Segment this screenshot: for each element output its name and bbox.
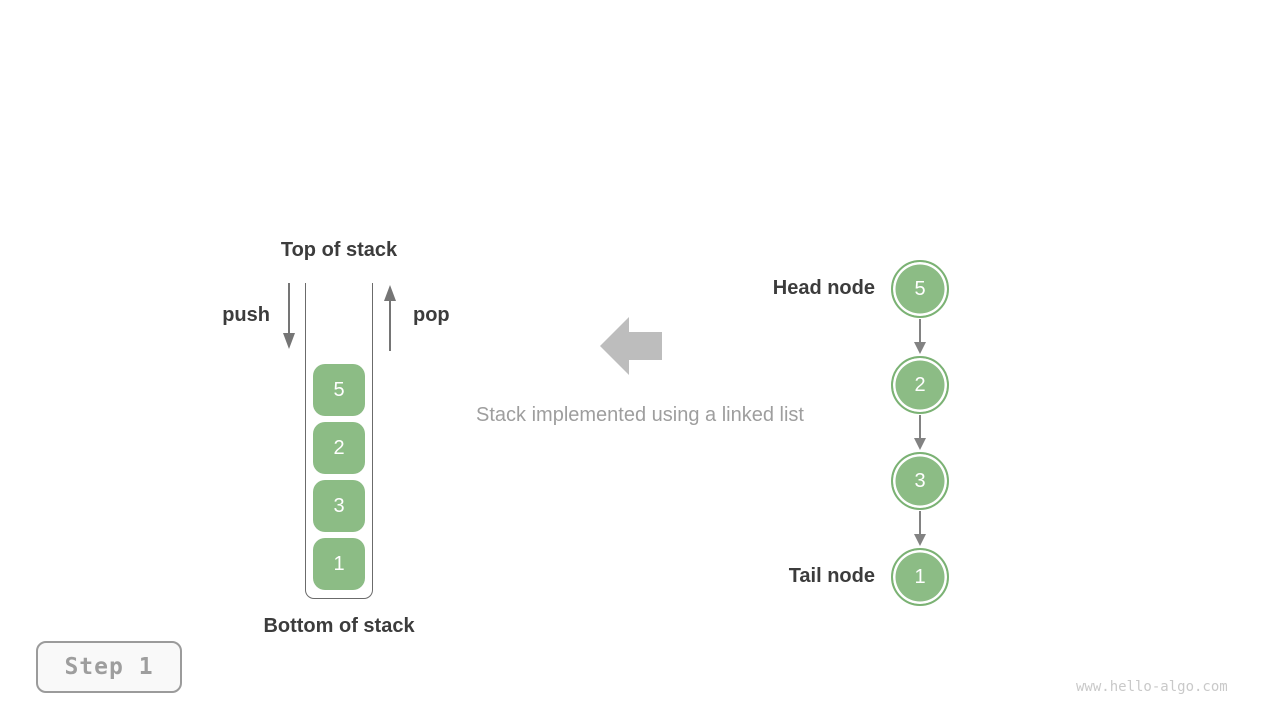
node-link-arrow-icon bbox=[913, 319, 927, 355]
linked-list-node: 2 bbox=[891, 356, 949, 414]
stack-cell: 3 bbox=[313, 480, 365, 532]
tail-node-label: Tail node bbox=[788, 565, 875, 587]
pop-up-arrow-icon bbox=[383, 283, 397, 351]
watermark-text: www.hello-algo.com bbox=[1076, 679, 1228, 695]
linked-list-node: 3 bbox=[891, 452, 949, 510]
stack-cell: 1 bbox=[313, 538, 365, 590]
linked-list-node: 5 bbox=[891, 260, 949, 318]
caption-text: Stack implemented using a linked list bbox=[476, 404, 804, 426]
stack-cell: 2 bbox=[313, 422, 365, 474]
left-block-arrow-icon bbox=[600, 317, 662, 375]
push-label: push bbox=[222, 304, 270, 326]
stack-cell: 5 bbox=[313, 364, 365, 416]
pop-label: pop bbox=[413, 304, 450, 326]
push-down-arrow-icon bbox=[282, 283, 296, 351]
bottom-of-stack-label: Bottom of stack bbox=[263, 615, 415, 637]
node-link-arrow-icon bbox=[913, 415, 927, 451]
top-of-stack-label: Top of stack bbox=[280, 239, 398, 261]
step-badge: Step 1 bbox=[36, 641, 182, 693]
node-link-arrow-icon bbox=[913, 511, 927, 547]
linked-list-node: 1 bbox=[891, 548, 949, 606]
head-node-label: Head node bbox=[772, 277, 875, 299]
